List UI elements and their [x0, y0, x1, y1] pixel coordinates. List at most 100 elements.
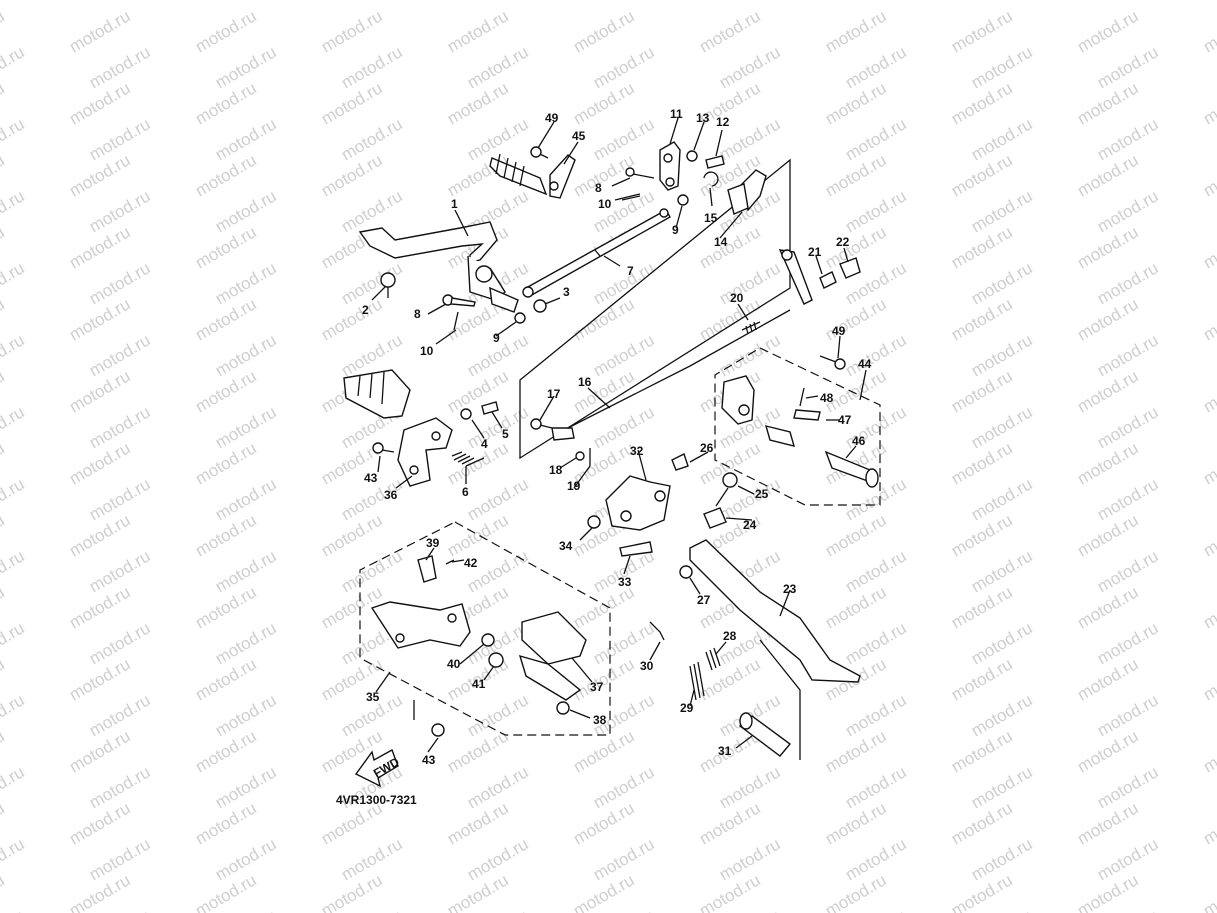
brake-rod-16 — [551, 309, 791, 441]
spring-30 — [649, 621, 665, 641]
washer-13 — [686, 150, 698, 162]
washer-9-upper — [677, 194, 689, 206]
bolt-43-lower — [413, 700, 445, 737]
fwd-arrow-icon: FWD — [354, 748, 402, 788]
sidestand-bracket-32 — [605, 475, 671, 531]
footrest-bracket-44 — [721, 375, 755, 425]
camshaft-lever-14 — [727, 169, 767, 215]
callout-19: 19 — [567, 479, 581, 493]
callout-11: 11 — [670, 107, 683, 121]
callout-8-lower: 8 — [414, 307, 421, 321]
callout-13: 13 — [696, 111, 710, 125]
callout-25: 25 — [755, 487, 769, 501]
callout-16: 16 — [578, 375, 592, 389]
callout-41: 41 — [472, 677, 486, 691]
callout-10-lower: 10 — [420, 344, 434, 358]
brake-arm-11 — [659, 141, 681, 191]
callout-22: 22 — [836, 235, 850, 249]
pin-39 — [417, 555, 437, 583]
callout-28: 28 — [723, 629, 737, 643]
nut-38 — [556, 701, 570, 715]
spring-28 — [705, 647, 721, 671]
callout-2: 2 — [362, 303, 369, 317]
washer-40 — [481, 633, 495, 647]
grip-31 — [738, 712, 792, 757]
callout-8-upper: 8 — [595, 181, 602, 195]
washer-9-lower — [514, 312, 526, 324]
callout-24: 24 — [743, 518, 757, 532]
callout-47: 47 — [838, 413, 852, 427]
callout-20: 20 — [730, 291, 744, 305]
callout-21: 21 — [808, 245, 822, 259]
bolt-12 — [705, 155, 725, 169]
bolt-49-right — [819, 355, 846, 370]
callout-33: 33 — [618, 575, 632, 589]
washer-3 — [533, 299, 547, 313]
footrest-bracket-36 — [343, 369, 453, 487]
callout-29: 29 — [680, 701, 694, 715]
callout-7: 7 — [627, 264, 634, 278]
callout-42: 42 — [464, 556, 478, 570]
callout-14: 14 — [714, 235, 728, 249]
collar-21 — [819, 271, 837, 289]
callout-26: 26 — [700, 441, 714, 455]
footrest-45 — [489, 153, 576, 199]
sidestand-23 — [689, 539, 861, 683]
group-outline-44 — [714, 347, 881, 506]
callout-23: 23 — [783, 582, 797, 596]
rod-end-link — [778, 249, 813, 305]
nut-4 — [460, 408, 472, 420]
switch-24 — [703, 507, 727, 529]
callout-44: 44 — [858, 357, 872, 371]
footrest-46 — [824, 450, 879, 488]
callout-39: 39 — [426, 536, 440, 550]
callout-45: 45 — [572, 129, 586, 143]
callout-9-upper: 9 — [672, 223, 679, 237]
callout-1: 1 — [451, 197, 458, 211]
footrest-37 — [518, 611, 587, 701]
pin-47 — [793, 409, 821, 421]
callout-9-lower: 9 — [493, 331, 500, 345]
bolt-43-upper — [372, 442, 395, 454]
pin-48 — [799, 387, 805, 407]
bolt-33 — [619, 541, 653, 557]
callout-31: 31 — [718, 744, 732, 758]
callout-30: 30 — [640, 659, 654, 673]
brake-pedal — [358, 221, 519, 313]
callout-17: 17 — [547, 387, 561, 401]
group-outline-bracket — [519, 158, 791, 460]
spring-20 — [741, 321, 761, 335]
callout-49-top: 49 — [545, 111, 559, 125]
callout-3: 3 — [563, 285, 570, 299]
clip-42 — [445, 559, 455, 565]
callout-49-right: 49 — [832, 324, 846, 338]
callout-4: 4 — [481, 437, 488, 451]
callout-43-lower: 43 — [422, 753, 436, 767]
callout-labels: 1 2 3 4 5 6 7 8 8 9 9 10 10 11 12 13 14 … — [362, 107, 872, 767]
callout-34: 34 — [559, 539, 573, 553]
callout-36: 36 — [384, 488, 398, 502]
shaft-46a — [764, 425, 796, 447]
brake-rod-7 — [522, 208, 671, 298]
spring-41 — [488, 652, 504, 668]
bolt-49-top — [530, 146, 549, 159]
leader-lines — [371, 117, 867, 753]
clip-15 — [703, 171, 719, 187]
washer-18 — [575, 451, 585, 461]
bolt-17 — [530, 418, 553, 430]
callout-27: 27 — [697, 593, 711, 607]
diagram-code: 4VR1300-7321 — [336, 793, 417, 807]
callout-12: 12 — [716, 115, 730, 129]
callout-32: 32 — [630, 444, 644, 458]
washer-34 — [587, 515, 601, 529]
callout-6: 6 — [462, 485, 469, 499]
cotter-10-upper — [614, 193, 641, 201]
spring-29 — [689, 661, 705, 701]
callout-43-upper: 43 — [364, 471, 378, 485]
bolt-2 — [380, 272, 396, 298]
nut-27 — [679, 565, 693, 579]
sidestand-line — [759, 639, 801, 760]
callout-48: 48 — [820, 391, 834, 405]
callout-35: 35 — [366, 690, 380, 704]
callout-5: 5 — [502, 427, 509, 441]
